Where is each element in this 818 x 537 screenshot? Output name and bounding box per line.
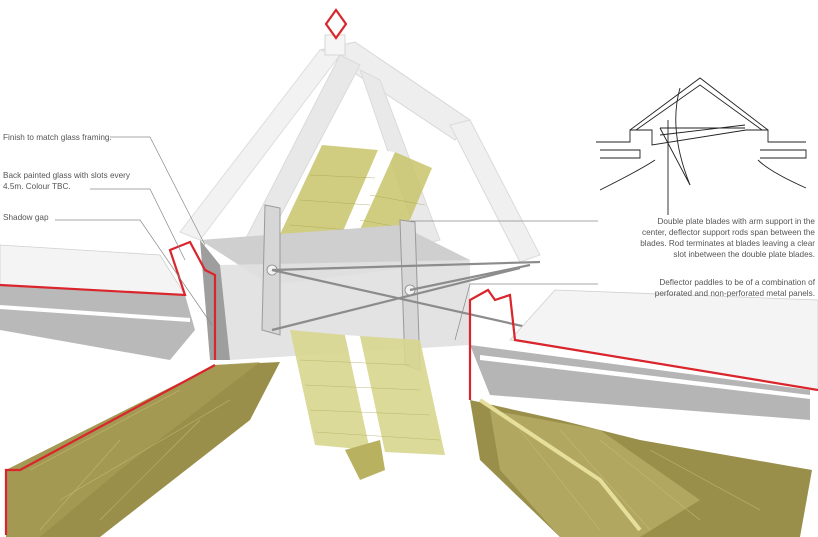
double-plate-blades (261, 204, 421, 371)
annotation-double-plate-blades: Double plate blades with arm support in … (640, 217, 815, 259)
leader-lines (55, 136, 598, 341)
annotation-deflector-paddles: Deflector paddles to be of a combination… (654, 278, 815, 298)
annotation-back-painted-glass: Back painted glass with slots every 4.5m… (3, 171, 130, 191)
right-roof-panel (468, 288, 818, 420)
left-roof-panel (0, 240, 217, 360)
right-soffit-panel (470, 398, 812, 537)
annotation-finish: Finish to match glass framing. (3, 133, 112, 142)
ridge-cap-marker (324, 8, 348, 40)
left-soffit-panel (4, 362, 280, 537)
ridge-frame (179, 34, 541, 263)
annotation-shadow-gap: Shadow gap (3, 213, 49, 222)
lower-deflector-paddles (290, 330, 445, 480)
deflector-support-rods (271, 260, 541, 332)
section-inset-drawing (596, 77, 807, 215)
